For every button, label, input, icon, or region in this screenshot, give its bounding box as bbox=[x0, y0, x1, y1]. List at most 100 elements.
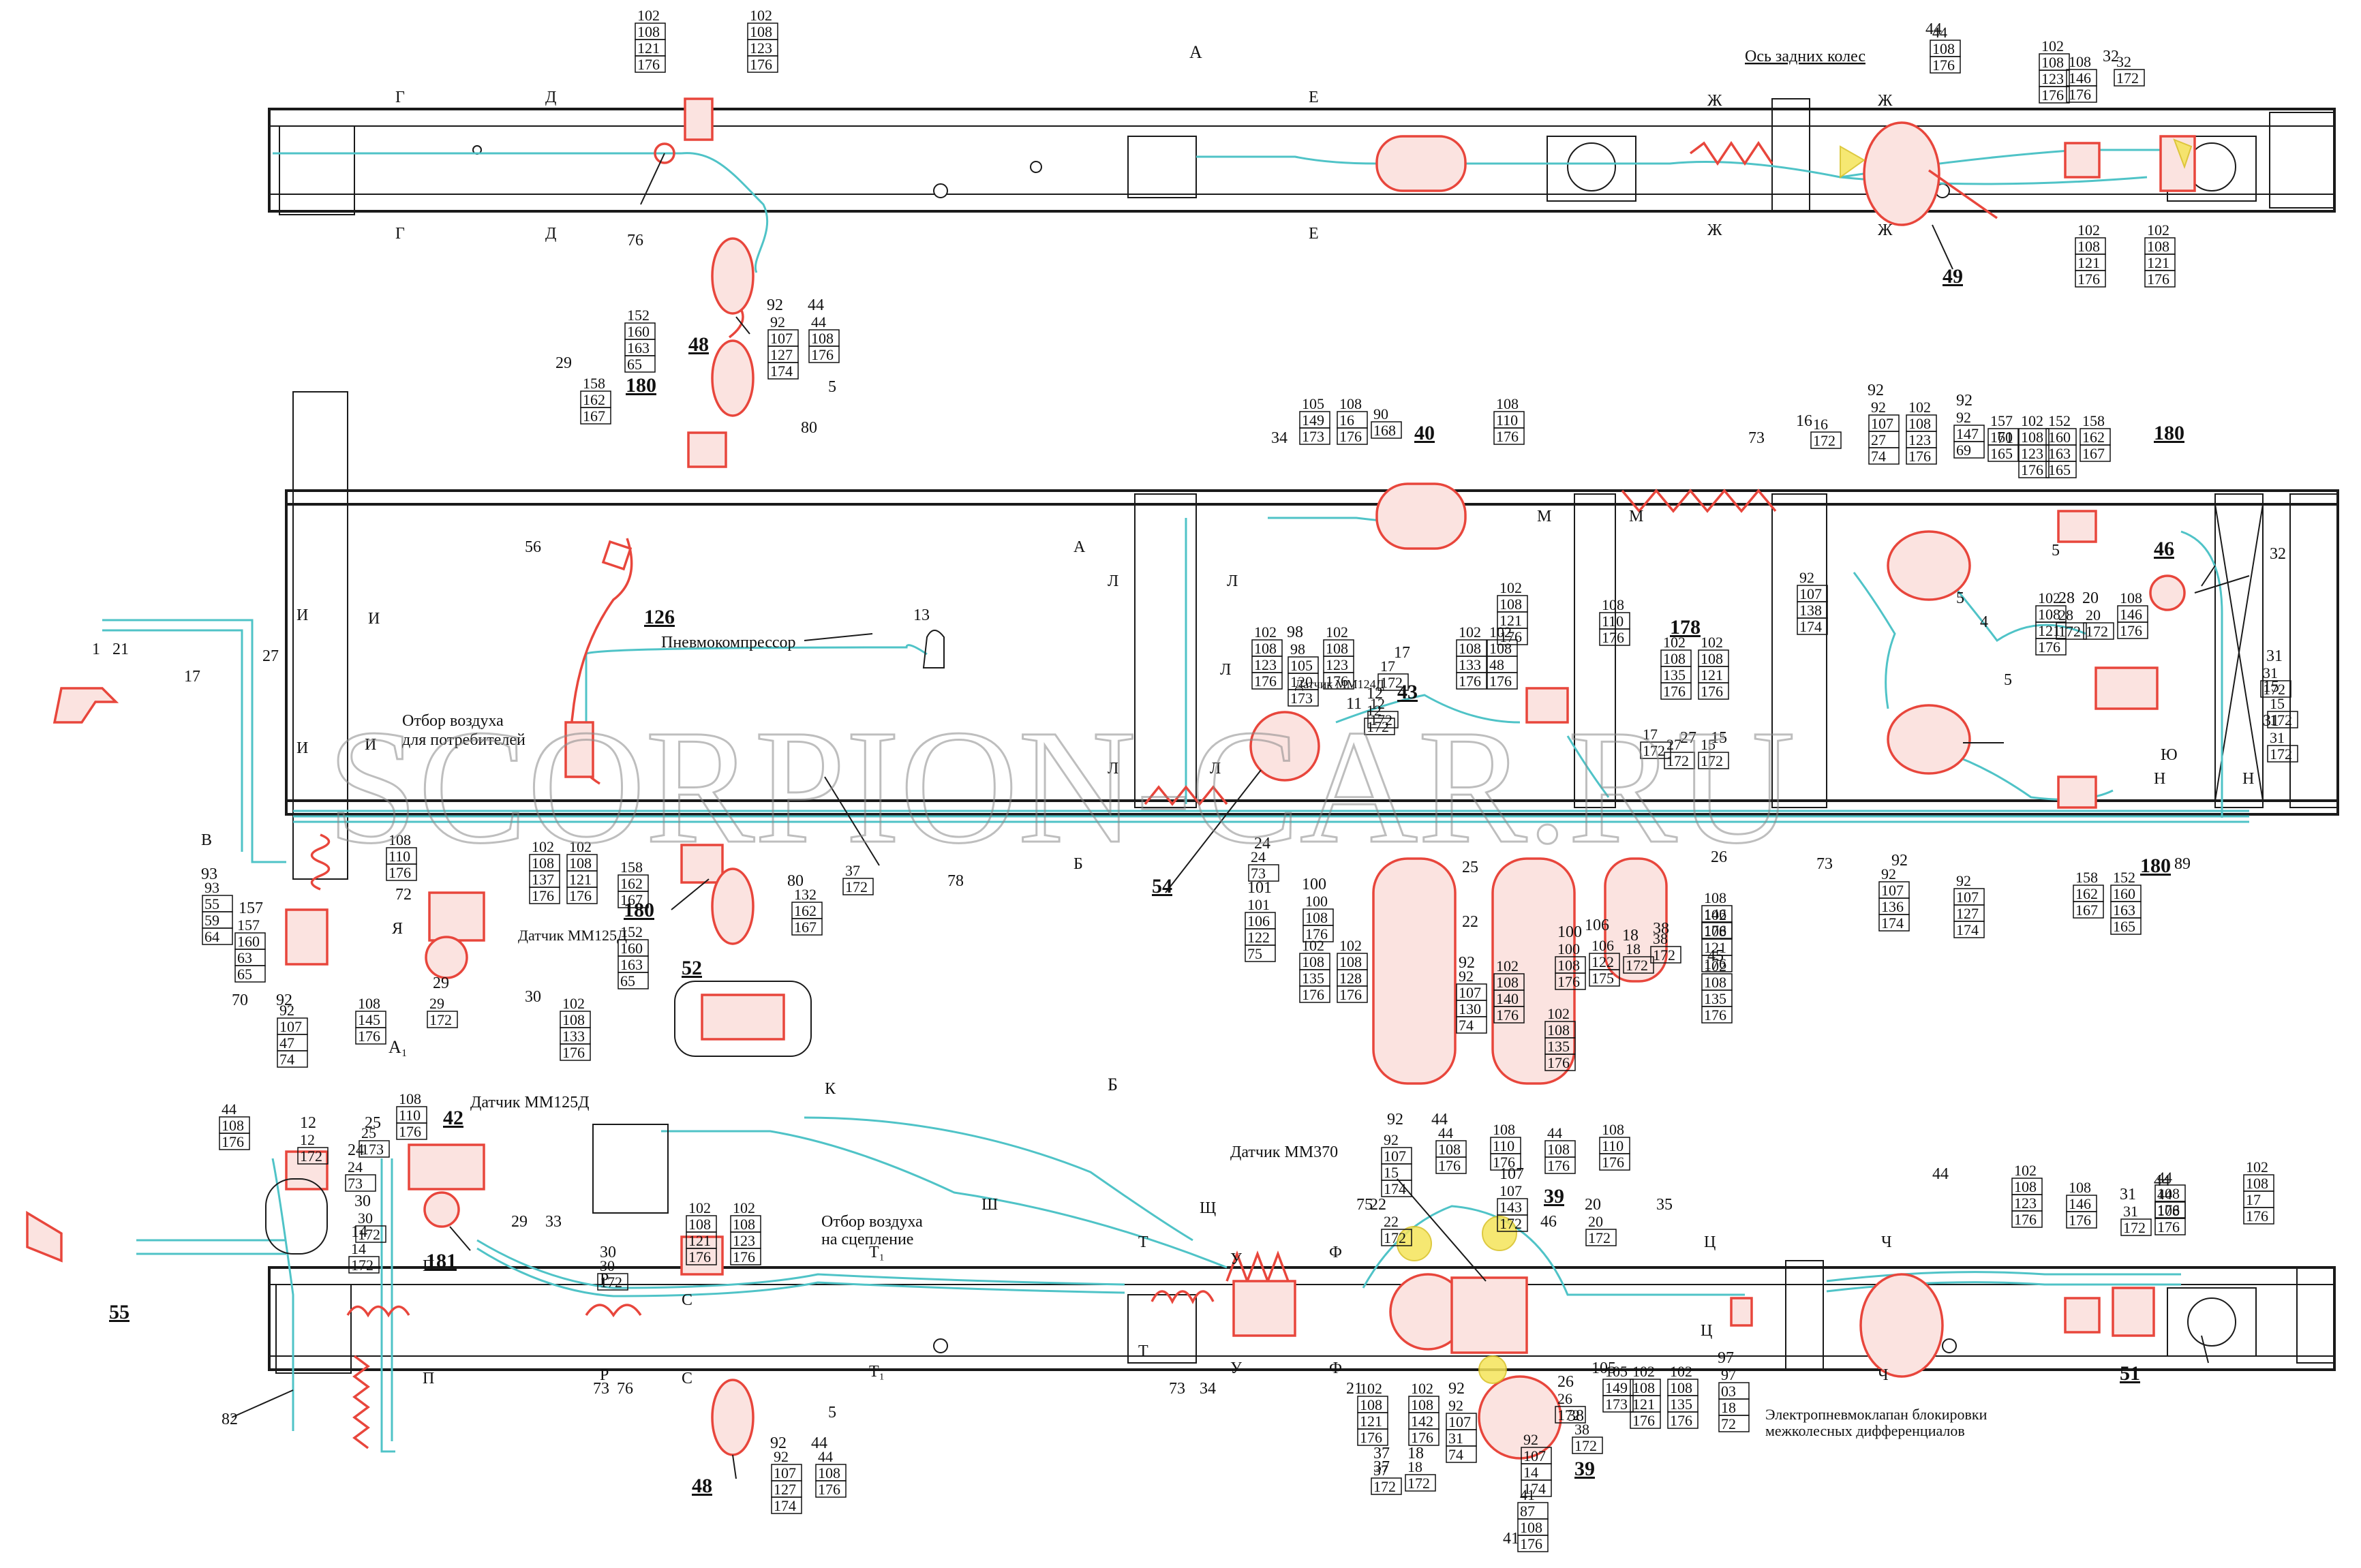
callout-number: 17 bbox=[1394, 644, 1410, 662]
callout-number: 12 bbox=[300, 1114, 316, 1132]
callout-number: 35 bbox=[1656, 1196, 1673, 1214]
callout-number: 44 bbox=[2154, 1172, 2170, 1190]
callout-number: 5 bbox=[1956, 589, 1964, 607]
section-mark-n: Н bbox=[2154, 770, 2165, 788]
callout-number: 76 bbox=[627, 232, 643, 249]
callout-number: 107 bbox=[1499, 1165, 1524, 1183]
callout-number: 30 bbox=[525, 988, 541, 1006]
callout-number: 80 bbox=[787, 872, 804, 890]
section-mark-g: Г bbox=[395, 89, 405, 106]
callout-number: 56 bbox=[525, 538, 541, 556]
section-mark-zh: Ж bbox=[1878, 92, 1893, 110]
callout-bold: 180 bbox=[2154, 422, 2184, 444]
callout-number: 41 bbox=[1503, 1530, 1519, 1548]
callout-number: 15 bbox=[1711, 729, 1727, 747]
callout-number: 31 bbox=[2120, 1186, 2136, 1203]
callout-number: 1 bbox=[92, 641, 100, 658]
callout-number: 29 bbox=[511, 1213, 528, 1231]
callout-bold: 49 bbox=[1943, 265, 1963, 288]
section-mark-f: Ф bbox=[1329, 1244, 1342, 1261]
callout-number: 12 bbox=[1367, 685, 1383, 703]
section-mark-l: Л bbox=[1108, 572, 1118, 590]
callout-number: 27 bbox=[262, 647, 279, 665]
callout-number: 92 bbox=[1868, 382, 1884, 399]
note-sensor: Датчик ММ125Д bbox=[518, 927, 627, 944]
section-mark-r: Р bbox=[600, 1271, 609, 1289]
callout-number: 73 bbox=[1816, 855, 1833, 873]
callout-number: 34 bbox=[1271, 429, 1288, 447]
callout-number: 32 bbox=[2103, 48, 2119, 65]
section-mark-zh: Ж bbox=[1878, 221, 1893, 239]
section-mark-i: И bbox=[296, 739, 308, 757]
section-mark-d: Д bbox=[545, 225, 556, 243]
callout-bold: 181 bbox=[426, 1250, 457, 1272]
callout-number: 92 bbox=[1891, 852, 1908, 870]
section-mark-i: И bbox=[365, 736, 376, 754]
note-sensor: Датчик ММ124Д bbox=[1295, 677, 1384, 691]
view-label-a: А bbox=[1189, 42, 1202, 62]
callout-number: 100 bbox=[1302, 876, 1326, 893]
callout-number: 38 bbox=[1568, 1407, 1584, 1425]
section-mark-s: С bbox=[682, 1291, 692, 1309]
section-mark-r: Р bbox=[600, 1366, 609, 1384]
callout-number: 70 bbox=[232, 991, 248, 1009]
callout-number: 30 bbox=[600, 1244, 616, 1261]
